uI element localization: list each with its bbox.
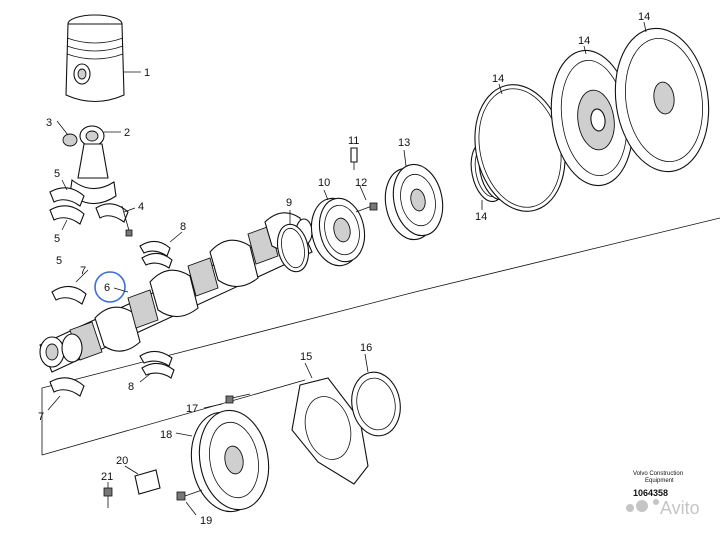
damper-bolt: [176, 489, 203, 516]
callout-16: 16: [360, 342, 372, 354]
callout-12: 12: [355, 177, 367, 189]
company-name-line1: Volvo Construction: [633, 471, 683, 477]
callout-14-c: 14: [638, 11, 650, 23]
callout-13: 13: [398, 137, 410, 149]
connecting-rod: [56, 120, 121, 205]
callout-14-b: 14: [578, 35, 590, 47]
callout-labels: 1 2 3 5 4 5 8 5 7 6 9 10 11 12 13 14 14 …: [38, 11, 650, 527]
flex-plate: [614, 21, 710, 173]
callout-17: 17: [186, 403, 198, 415]
callout-8-bottom: 8: [128, 381, 134, 393]
callout-10: 10: [318, 177, 330, 189]
rod-cap-bearings: [49, 179, 136, 237]
callout-6: 6: [104, 282, 110, 294]
seal-carrier: [291, 362, 369, 485]
callout-5-bottom: 5: [54, 233, 60, 245]
callout-1: 1: [144, 67, 150, 79]
outline-frame: [41, 217, 720, 456]
callout-3: 3: [46, 117, 52, 129]
piston: [65, 14, 141, 103]
callout-14-d: 14: [475, 211, 487, 223]
callout-11: 11: [348, 135, 359, 147]
washer-bolt: [103, 482, 113, 508]
main-bearings-lower: [47, 350, 175, 411]
flywheel-hub-gear: [384, 149, 444, 241]
callout-18: 18: [160, 429, 172, 441]
carrier-bolt: [203, 393, 251, 409]
vibration-damper: [175, 409, 270, 513]
document-number: 1064358: [633, 488, 668, 498]
crankshaft-gear: [310, 189, 366, 267]
callout-4: 4: [138, 201, 144, 213]
watermark-text: Avito: [660, 498, 700, 518]
company-name-line2: Equipment: [645, 478, 674, 484]
rear-seal: [351, 353, 401, 437]
callout-5-top: 5: [54, 168, 60, 180]
company-stamp: Volvo Construction Equipment 1064358: [633, 471, 683, 498]
callout-14-a: 14: [492, 73, 504, 85]
callout-7-top: 7: [80, 265, 86, 277]
crankshaft: [39, 212, 313, 373]
callout-15: 15: [300, 351, 312, 363]
watermark: Avito: [626, 498, 700, 518]
washer: [124, 465, 161, 495]
callout-6-marker: [94, 271, 129, 303]
callout-19: 19: [200, 515, 212, 527]
ring-gear: [474, 83, 566, 212]
callout-9: 9: [286, 197, 292, 209]
callout-2: 2: [124, 127, 130, 139]
dowel-pin: [350, 147, 358, 170]
gear-bolt: [355, 185, 378, 213]
callout-20: 20: [116, 455, 128, 467]
callout-5-left: 5: [56, 255, 62, 267]
seal-ring: [276, 210, 310, 273]
main-bearings-upper: [51, 231, 183, 305]
callout-8-top: 8: [180, 221, 186, 233]
callout-7-bottom: 7: [38, 411, 44, 423]
callout-21: 21: [101, 471, 113, 483]
